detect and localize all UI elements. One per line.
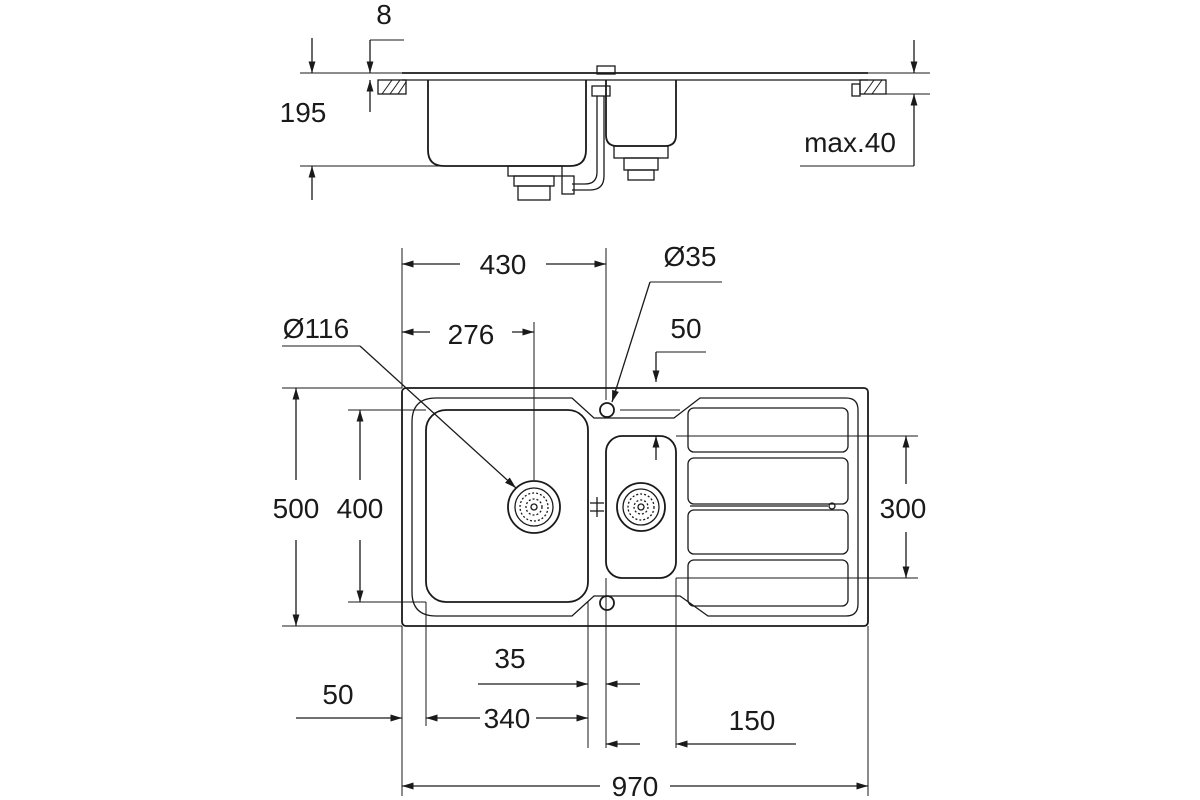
dim-main-bowl-depth: 400 xyxy=(337,493,384,524)
tap-hole xyxy=(599,402,615,418)
main-waste-side xyxy=(507,165,575,201)
dim-small-bowl-width: 150 xyxy=(729,705,776,736)
worktop-left xyxy=(377,79,407,95)
dim-depth: 195 xyxy=(280,97,327,128)
dim-overall-width: 970 xyxy=(612,771,659,800)
dim-edge-offset: 50 xyxy=(322,679,353,710)
sink-outline xyxy=(401,387,869,627)
dim-waste-offset: 276 xyxy=(448,319,495,350)
dim-small-bowl-depth: 300 xyxy=(880,493,927,524)
small-waste-side xyxy=(613,145,669,181)
tap-hole-alt xyxy=(599,595,615,611)
drainer xyxy=(687,407,849,607)
dim-worktop-max: max.40 xyxy=(804,127,896,158)
top-view: 430 Ø35 Ø116 276 50 500 400 xyxy=(273,241,927,800)
main-waste xyxy=(507,480,561,534)
small-waste xyxy=(616,482,666,532)
main-bowl xyxy=(425,409,589,603)
dim-flange-thickness: 8 xyxy=(376,0,392,30)
dim-overall-depth: 500 xyxy=(273,493,320,524)
dim-main-bowl-width: 430 xyxy=(480,249,527,280)
dim-main-bowl-inner-width: 340 xyxy=(484,703,531,734)
small-bowl xyxy=(605,435,677,579)
dim-bowl-gap: 35 xyxy=(494,643,525,674)
dim-tap-hole-diameter: Ø35 xyxy=(664,241,717,272)
dim-small-bowl-offset: 50 xyxy=(670,313,701,344)
side-view: 8 195 max.40 xyxy=(280,0,930,201)
worktop-right xyxy=(851,79,887,97)
dim-waste-diameter: Ø116 xyxy=(283,313,349,344)
